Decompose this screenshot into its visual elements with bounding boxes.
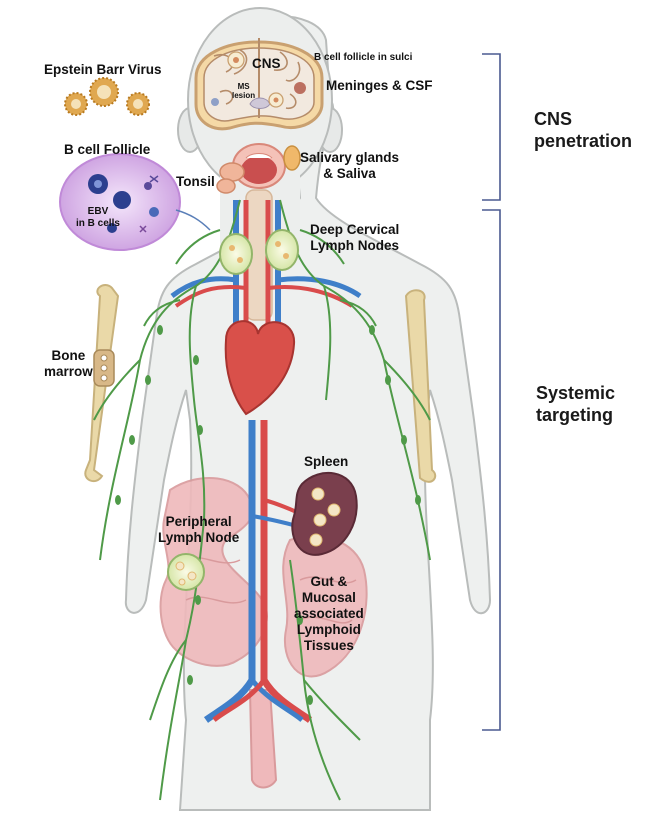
deep-cervical-lymph-nodes bbox=[219, 229, 299, 275]
label-b-cell-follicle-sulci: B cell follicle in sulci bbox=[314, 52, 413, 63]
peripheral-lymph-node bbox=[167, 553, 205, 591]
label-galt: Gut & Mucosal associated Lymphoid Tissue… bbox=[294, 574, 364, 653]
lymph-valves bbox=[115, 325, 421, 705]
bracket-label-cns-penetration: CNS penetration bbox=[534, 109, 633, 151]
label-peripheral-ln: Peripheral Lymph Node bbox=[158, 514, 240, 545]
blood-vessels bbox=[170, 200, 362, 723]
mouth bbox=[216, 143, 301, 194]
brain bbox=[194, 38, 324, 131]
brackets bbox=[482, 53, 501, 731]
systemic-bracket bbox=[482, 209, 501, 731]
label-bone-marrow: Bone marrow bbox=[44, 348, 93, 379]
gut bbox=[159, 477, 368, 789]
label-meninges-csf: Meninges & CSF bbox=[326, 78, 433, 93]
label-b-cell-follicle: B cell Follicle bbox=[64, 142, 151, 157]
arm-bone bbox=[84, 284, 437, 483]
label-ms-lesion: MS lesion bbox=[232, 82, 256, 100]
label-cns: CNS bbox=[252, 56, 281, 71]
label-tonsil: Tonsil bbox=[176, 174, 215, 189]
follicle-to-tonsil-arrow bbox=[175, 209, 211, 231]
cns-bracket bbox=[482, 53, 501, 201]
bracket-label-systemic-targeting: Systemic targeting bbox=[536, 383, 616, 425]
b-cell-follicle bbox=[59, 153, 181, 251]
label-deep-cervical: Deep Cervical Lymph Nodes bbox=[310, 222, 400, 253]
heart bbox=[224, 320, 296, 416]
label-salivary: Salivary glands & Saliva bbox=[300, 150, 400, 181]
label-spleen: Spleen bbox=[304, 454, 349, 469]
label-ebv-virus: Epstein Barr Virus bbox=[44, 62, 162, 77]
label-ebv-in-b-cells: EBV in B cells bbox=[76, 206, 120, 229]
body-silhouette bbox=[124, 7, 492, 811]
spleen bbox=[291, 471, 358, 556]
ebv-virions bbox=[64, 77, 150, 116]
